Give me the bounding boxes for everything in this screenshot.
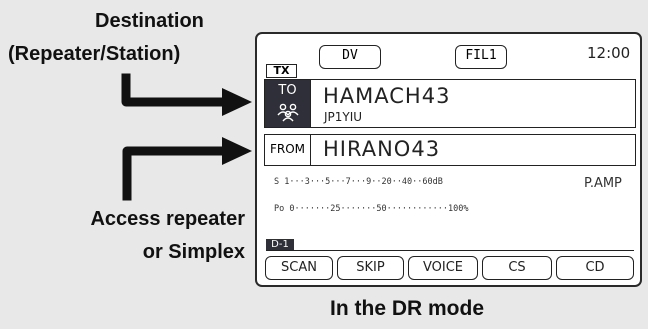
memory-tag: D-1 [266,239,294,251]
tx-indicator: TX [266,64,297,78]
clock: 12:00 [587,44,631,62]
access-label: Access repeater [90,208,245,230]
filter-button[interactable]: FIL1 [455,45,507,69]
preamp-indicator: P.AMP [584,176,622,191]
from-callsign: HIRANO43 [323,137,441,161]
group-icon [265,102,310,126]
cs-softkey[interactable]: CS [482,256,552,280]
transceiver-display: DV FIL1 TX 12:00 TO HAMA [255,32,642,287]
to-tag: TO [265,80,311,127]
access-arrowhead [222,137,252,165]
destination-arrowhead [222,88,252,116]
s-meter-scale: S 1···3···5···7···9··20··40··60dB [274,177,443,187]
mode-button[interactable]: DV [319,45,381,69]
voice-softkey[interactable]: VOICE [408,256,478,280]
access-arrow [122,146,231,201]
destination-arrow [121,73,231,107]
to-row[interactable]: TO HAMACH43 JP1YIU [264,79,636,128]
skip-softkey[interactable]: SKIP [337,256,404,280]
from-row[interactable]: FROM HIRANO43 [264,134,636,166]
to-callsign: HAMACH43 [323,84,451,108]
from-tag: FROM [265,135,311,165]
access-sublabel: or Simplex [142,241,245,263]
softkey-divider [266,250,634,251]
mode-caption: In the DR mode [330,297,485,320]
cd-softkey[interactable]: CD [556,256,634,280]
destination-sublabel: (Repeater/Station) [8,43,181,65]
destination-label: Destination [95,10,204,32]
scan-softkey[interactable]: SCAN [265,256,333,280]
to-subcallsign: JP1YIU [324,110,363,124]
po-meter-scale: Po 0·······25·······50············100% [274,204,469,214]
